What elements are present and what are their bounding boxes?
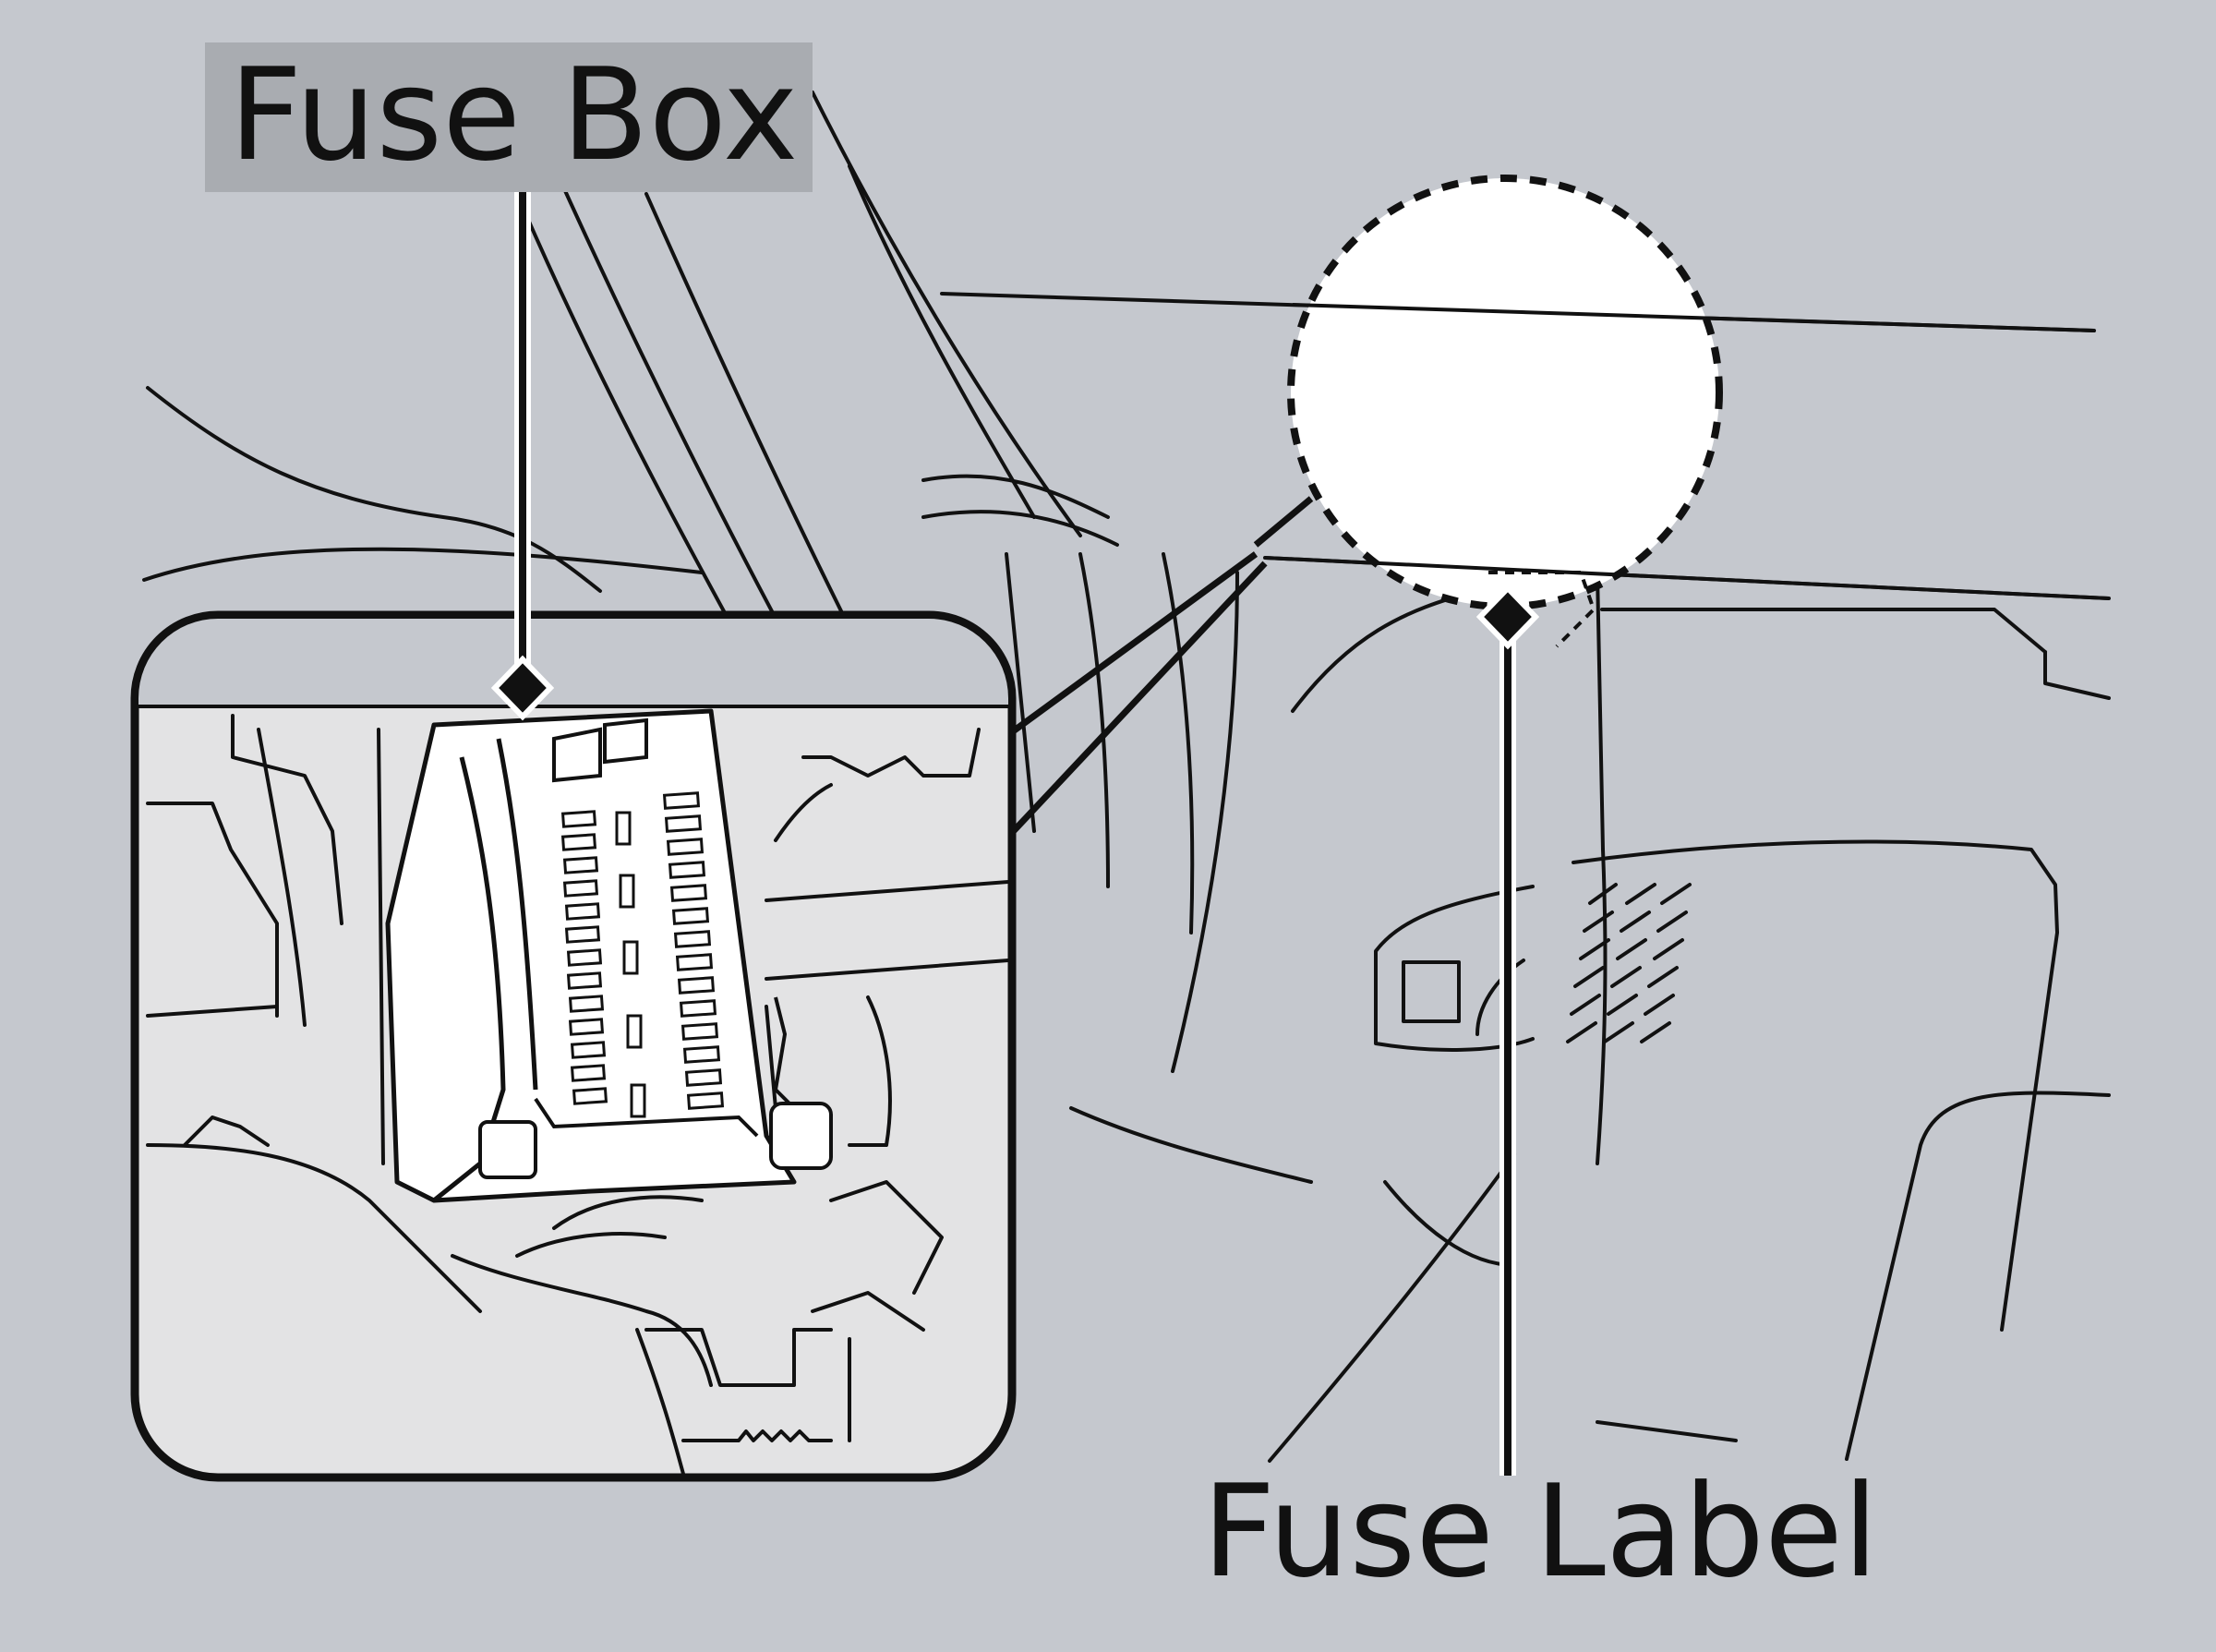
fuse-box-leader xyxy=(490,189,555,721)
fuse-label-pointer-diamond xyxy=(1475,584,1540,650)
fuse-box-callout: Fuse Box xyxy=(229,41,799,189)
fuse-box xyxy=(385,708,833,1203)
fuse-box-label-background xyxy=(205,42,813,192)
fuse-box-inset-panel xyxy=(130,610,1017,1482)
dashboard-trim-line-over-circle xyxy=(1264,303,2110,600)
fuse-label-leader xyxy=(1475,584,1540,1476)
fuse-label-callout: Fuse Label xyxy=(1202,1457,1879,1606)
glove-box-hatching xyxy=(1566,883,1692,1043)
fuse-box-pointer-diamond xyxy=(490,655,555,721)
zoom-connector-lines xyxy=(1006,496,1314,838)
